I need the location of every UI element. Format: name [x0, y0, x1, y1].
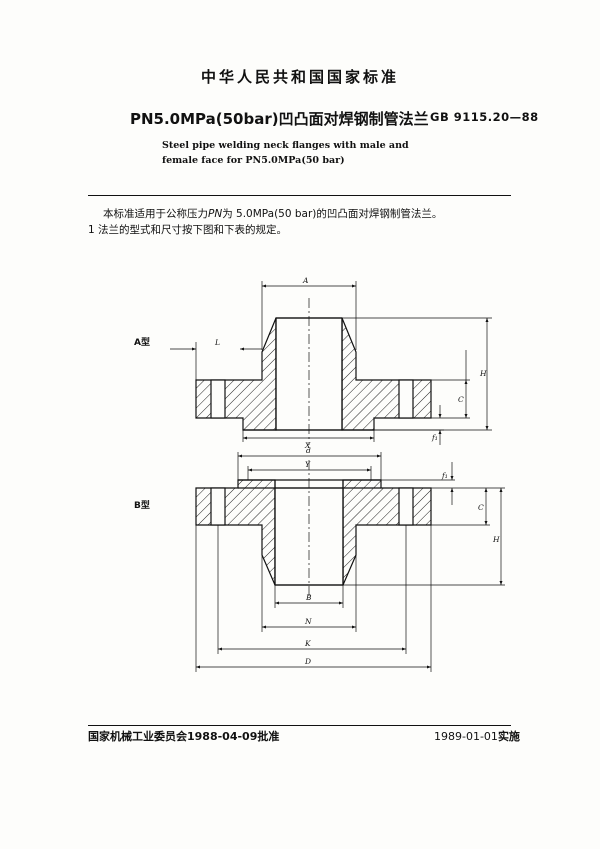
document-title-en-line-1: Steel pipe welding neck flanges with mal… — [162, 140, 409, 151]
scope-suffix: 为 5.0MPa(50 bar)的凹凸面对焊钢制管法兰。 — [222, 208, 443, 220]
type-b-label: B型 — [134, 499, 150, 511]
dim-label-d-outer: D — [304, 657, 311, 666]
dim-label-n: N — [304, 617, 312, 626]
standard-code: GB 9115.20—88 — [430, 110, 539, 124]
dim-label-c-a: C — [458, 395, 464, 404]
implementation-date: 1989-01-01 — [434, 730, 498, 743]
dim-label-a: A — [302, 276, 309, 285]
scope-symbol: PN — [208, 208, 223, 220]
document-title-cn: PN5.0MPa(50bar)凹凸面对焊钢制管法兰 — [130, 110, 429, 128]
approval-note: 国家机械工业委员会1988-04-09批准 — [88, 730, 280, 743]
dim-label-c-b: C — [478, 503, 484, 512]
type-b-section — [195, 479, 432, 586]
dim-label-f1-a: f₁ — [431, 433, 438, 442]
scope-paragraph: 本标准适用于公称压力PN为 5.0MPa(50 bar)的凹凸面对焊钢制管法兰。 — [103, 206, 442, 221]
dim-label-y: Y — [305, 460, 311, 469]
dim-label-h-b: H — [492, 535, 500, 544]
implementation-note: 1989-01-01实施 — [434, 728, 520, 744]
dim-label-l: L — [214, 338, 220, 347]
footer-divider — [88, 725, 511, 726]
dim-label-d: d — [306, 446, 311, 455]
type-a-label: A型 — [134, 336, 150, 348]
dim-label-h-a: H — [479, 369, 487, 378]
national-standard-heading: 中华人民共和国国家标准 — [200, 68, 399, 86]
clause-1: 1 法兰的型式和尺寸按下图和下表的规定。 — [88, 224, 288, 236]
header-divider — [88, 195, 511, 196]
dim-label-x: X — [304, 441, 311, 450]
type-a-section — [195, 317, 432, 431]
dim-label-f1-b: f₁ — [441, 471, 448, 480]
dim-label-k: K — [304, 639, 311, 648]
implementation-suffix: 实施 — [497, 730, 520, 743]
dim-label-b: B — [305, 593, 312, 602]
document-title-en-line-2: female face for PN5.0MPa(50 bar) — [162, 155, 345, 166]
scope-prefix: 本标准适用于公称压力 — [103, 208, 208, 220]
